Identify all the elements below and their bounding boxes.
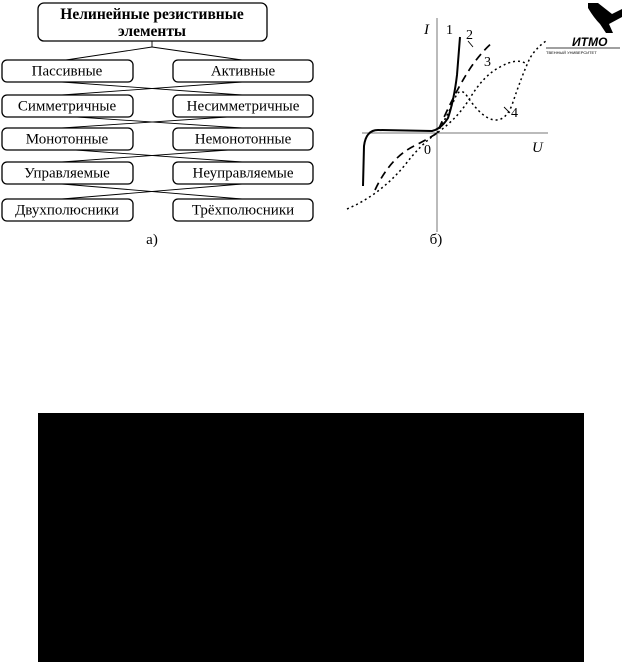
curve-label-3: 3 bbox=[484, 55, 491, 70]
origin-label: 0 bbox=[424, 143, 431, 158]
curve-4 bbox=[436, 40, 547, 134]
title-line-1: Нелинейные резистивные bbox=[60, 6, 244, 23]
symmetric-label: Симметричные bbox=[18, 98, 117, 114]
curve-1 bbox=[362, 36, 461, 187]
symmetric-box bbox=[1, 94, 134, 118]
classification-diagram: Нелинейные резистивные элементы Пассивны… bbox=[1, 2, 314, 248]
monotonic-label: Монотонные bbox=[26, 131, 109, 147]
title-line-2: элементы bbox=[118, 23, 186, 40]
asymmetric-box bbox=[172, 94, 314, 118]
uncontrolled-label: Неуправляемые bbox=[193, 165, 294, 181]
controlled-box bbox=[1, 161, 134, 185]
non-monotonic-label: Немонотонные bbox=[195, 131, 292, 147]
asymmetric-label: Несимметричные bbox=[187, 98, 300, 114]
logo-text: ИТМО bbox=[572, 35, 608, 49]
uncontrolled-box bbox=[172, 161, 314, 185]
caption-a: а) bbox=[146, 232, 158, 248]
curve-label-1: 1 bbox=[446, 23, 453, 38]
passive-label: Пассивные bbox=[32, 63, 103, 79]
active-box bbox=[172, 59, 314, 83]
title-connectors bbox=[65, 41, 243, 61]
three-terminal-label: Трёхполюсники bbox=[192, 202, 294, 218]
monotonic-box bbox=[1, 127, 134, 151]
black-panel bbox=[38, 413, 584, 662]
curve-2 bbox=[374, 41, 494, 191]
x-axis-label: U bbox=[532, 140, 544, 156]
caption-b: б) bbox=[430, 232, 443, 248]
two-terminal-label: Двухполюсники bbox=[15, 202, 119, 218]
row-connectors bbox=[61, 81, 243, 200]
active-label: Активные bbox=[211, 63, 276, 79]
title-box bbox=[37, 2, 268, 42]
iv-characteristics-plot: I U 0 1 2 3 4 б) bbox=[346, 18, 548, 248]
non-monotonic-box bbox=[172, 127, 314, 151]
itmo-logo: ИТМО ТВЕННЫЙ УНИВЕРСИТЕТ bbox=[546, 3, 622, 55]
curve-label-2: 2 bbox=[466, 28, 473, 43]
curve-label-4: 4 bbox=[511, 106, 518, 121]
curve-3 bbox=[346, 60, 526, 210]
two-terminal-box bbox=[1, 198, 134, 222]
three-terminal-box bbox=[172, 198, 314, 222]
y-axis-label: I bbox=[423, 22, 430, 38]
logo-subtext: ТВЕННЫЙ УНИВЕРСИТЕТ bbox=[546, 50, 597, 55]
passive-box bbox=[1, 59, 134, 83]
logo-mark bbox=[588, 3, 622, 33]
controlled-label: Управляемые bbox=[24, 165, 110, 181]
